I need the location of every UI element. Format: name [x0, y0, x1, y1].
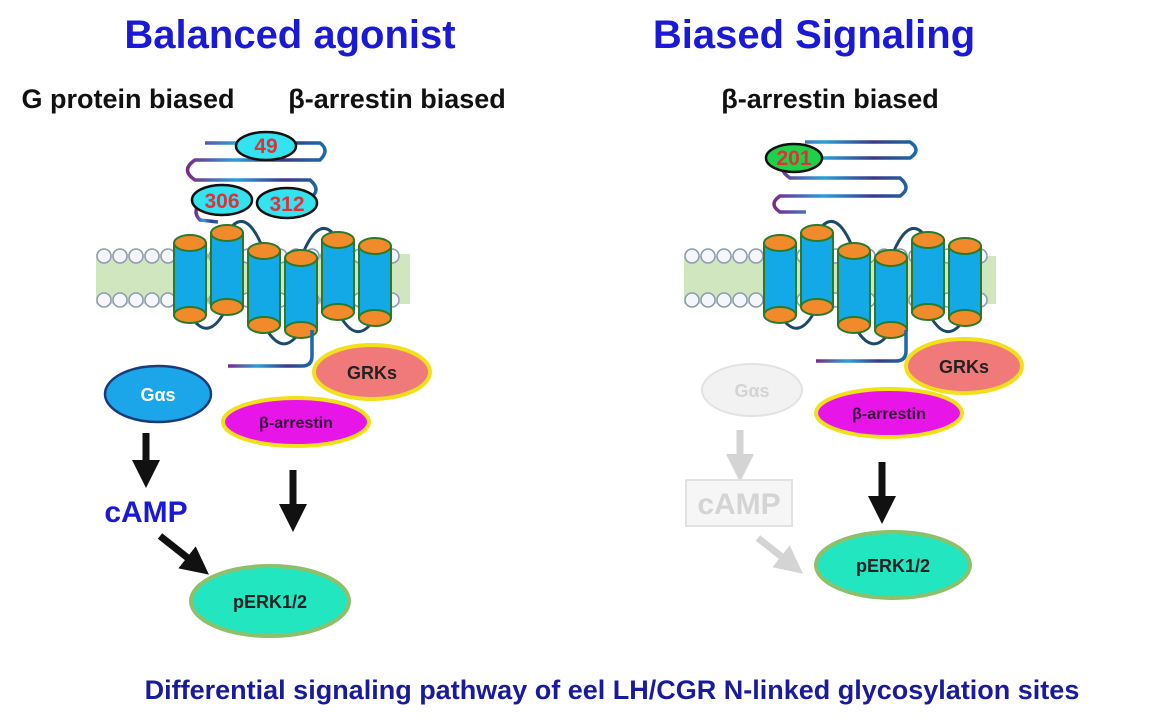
left-camp-label: cAMP	[104, 496, 187, 529]
transmembrane-helix-icon	[874, 249, 908, 339]
transmembrane-helix-icon	[948, 237, 982, 327]
site-306-marker: 306	[190, 183, 254, 217]
right-arrestin-label: β-arrestin	[852, 406, 926, 423]
site-201-marker: 201	[764, 142, 824, 174]
transmembrane-helix-icon	[284, 249, 318, 339]
right-perk-node: pERK1/2	[814, 530, 972, 600]
transmembrane-helix-icon	[358, 237, 392, 327]
lipid-head-icon	[112, 292, 128, 308]
right-receptor-icon	[763, 220, 982, 346]
left-arrestin-biased-label: β-arrestin biased	[288, 84, 506, 114]
site-312-marker: 312	[255, 186, 319, 220]
left-panel: Balanced agonist G protein biased β-arre…	[21, 13, 506, 638]
left-arrestin-node: β-arrestin	[221, 396, 371, 448]
left-c-tail-icon	[228, 330, 314, 368]
left-arrestin-label: β-arrestin	[259, 415, 333, 432]
right-galpha-node-faded: Gαs	[701, 363, 803, 417]
lipid-head-icon	[684, 248, 700, 264]
right-c-tail-icon	[816, 330, 908, 363]
lipid-head-icon	[144, 292, 160, 308]
right-perk-label: pERK1/2	[856, 556, 930, 576]
right-camp-to-perk-arrow-icon-faded	[755, 535, 803, 574]
right-camp-label: cAMP	[697, 488, 780, 521]
transmembrane-helix-icon	[173, 234, 207, 324]
lipid-head-icon	[716, 248, 732, 264]
left-camp-to-perk-arrow-icon	[157, 533, 209, 575]
left-perk-label: pERK1/2	[233, 592, 307, 612]
site-306-label: 306	[204, 190, 239, 213]
transmembrane-helix-icon	[247, 242, 281, 334]
lipid-head-icon	[748, 292, 764, 308]
right-grks-label: GRKs	[939, 357, 989, 377]
left-galpha-label: Gαs	[140, 385, 175, 405]
lipid-head-icon	[96, 292, 112, 308]
right-extracellular-domain-icon	[772, 140, 918, 214]
right-grks-node: GRKs	[904, 337, 1024, 395]
g-protein-biased-label: G protein biased	[21, 84, 234, 114]
site-312-label: 312	[269, 193, 304, 216]
lipid-head-icon	[732, 292, 748, 308]
lipid-head-icon	[160, 292, 176, 308]
left-grks-node: GRKs	[312, 343, 432, 401]
transmembrane-helix-icon	[763, 234, 797, 324]
lipid-head-icon	[144, 248, 160, 264]
right-arrestin-node: β-arrestin	[814, 387, 964, 439]
receptor-loop-icon	[188, 220, 377, 346]
lipid-head-icon	[700, 248, 716, 264]
right-title: Biased Signaling	[653, 13, 975, 57]
receptor-loop-icon	[778, 220, 967, 346]
transmembrane-helix-icon	[210, 224, 244, 316]
left-grks-label: GRKs	[347, 363, 397, 383]
lipid-head-icon	[96, 248, 112, 264]
right-camp-box-faded: cAMP	[685, 479, 793, 527]
transmembrane-helix-icon	[321, 231, 355, 321]
lipid-head-icon	[684, 292, 700, 308]
lipid-head-icon	[700, 292, 716, 308]
left-title: Balanced agonist	[124, 13, 455, 57]
transmembrane-helix-icon	[911, 231, 945, 321]
figure-caption: Differential signaling pathway of eel LH…	[145, 675, 1080, 705]
lipid-head-icon	[128, 248, 144, 264]
lipid-head-icon	[716, 292, 732, 308]
left-receptor-icon	[173, 220, 392, 346]
lipid-head-icon	[748, 248, 764, 264]
lipid-head-icon	[112, 248, 128, 264]
lipid-head-icon	[128, 292, 144, 308]
site-49-marker: 49	[234, 130, 298, 162]
site-49-label: 49	[254, 135, 277, 158]
transmembrane-helix-icon	[800, 224, 834, 316]
right-arrestin-biased-label: β-arrestin biased	[721, 84, 939, 114]
left-perk-node: pERK1/2	[189, 564, 351, 638]
lipid-head-icon	[732, 248, 748, 264]
transmembrane-helix-icon	[837, 242, 871, 334]
site-201-label: 201	[776, 147, 811, 170]
right-galpha-label: Gαs	[734, 381, 769, 401]
lipid-head-icon	[160, 248, 176, 264]
left-galpha-node: Gαs	[103, 364, 213, 424]
right-panel: Biased Signaling β-arrestin biased 201 G…	[653, 13, 1024, 600]
